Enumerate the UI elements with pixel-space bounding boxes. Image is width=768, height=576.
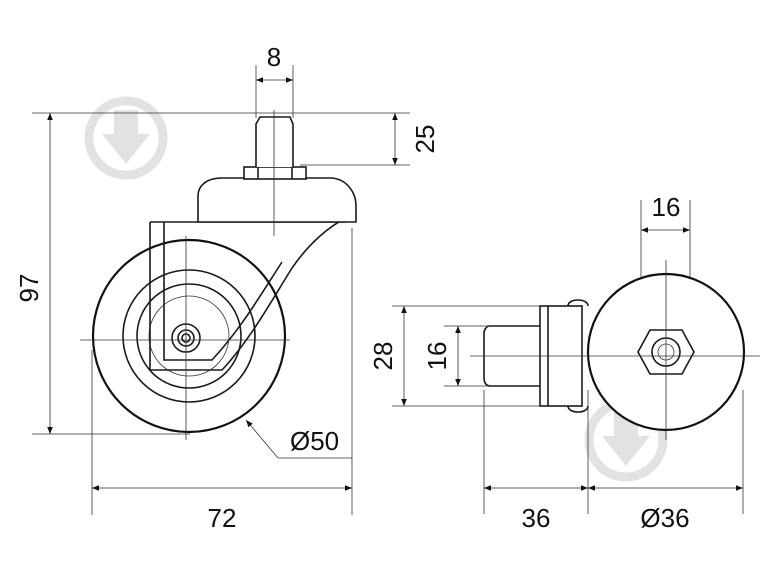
mounting-plate [197,177,357,223]
dim-side-wheel-diameter: Ø36 [640,503,689,533]
side-view: 16 28 16 36 Ø36 [368,192,760,533]
watermark-logo-icon [84,96,168,180]
fork [149,217,347,371]
dim-wheel-diameter: Ø50 [290,426,339,456]
mounting-pin [255,116,294,167]
dim-pin-diameter: 8 [267,42,281,72]
dim-pin-height: 25 [410,125,440,154]
front-view: 8 25 97 Ø50 72 [14,42,440,533]
dim-total-length: 72 [208,503,237,533]
dim-side-offset: 36 [522,503,551,533]
dim-side-pin: 16 [422,342,452,371]
wheel-outer [91,238,287,434]
dim-side-plate-height: 28 [368,342,398,371]
dim-total-height: 97 [14,274,44,303]
dim-side-hub: 16 [652,192,681,222]
